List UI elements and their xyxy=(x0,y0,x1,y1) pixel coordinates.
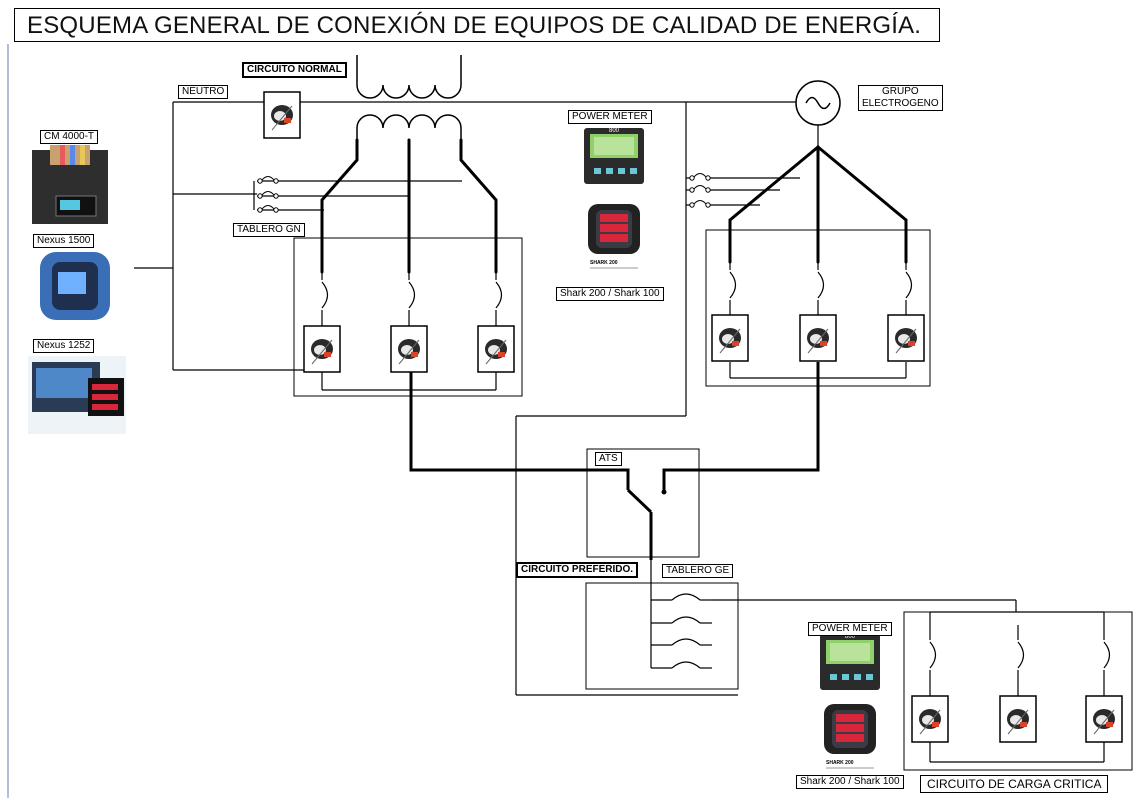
label-cm4000: CM 4000-T xyxy=(40,130,99,144)
diagram-title: ESQUEMA GENERAL DE CONEXIÓN DE EQUIPOS D… xyxy=(14,8,940,42)
label-shark-2: Shark 200 / Shark 100 xyxy=(796,775,904,789)
label-nexus1252: Nexus 1252 xyxy=(33,339,95,353)
label-tablero-gn: TABLERO GN xyxy=(233,223,305,237)
label-ats: ATS xyxy=(595,452,622,466)
label-power-meter-1: POWER METER xyxy=(568,110,652,124)
label-grupo-line1: GRUPO xyxy=(882,86,919,97)
label-circuito-preferido: CIRCUITO PREFERIDO. xyxy=(516,562,639,578)
label-nexus1500: Nexus 1500 xyxy=(33,234,95,248)
label-circuito-normal: CIRCUITO NORMAL xyxy=(242,62,347,78)
label-shark-1: Shark 200 / Shark 100 xyxy=(556,287,664,301)
label-tablero-ge: TABLERO GE xyxy=(662,564,734,578)
label-grupo-electrogeno: GRUPO ELECTROGENO xyxy=(858,85,943,111)
label-grupo-line2: ELECTROGENO xyxy=(862,98,939,109)
label-power-meter-2: POWER METER xyxy=(808,622,892,636)
label-circuito-carga-critica: CIRCUITO DE CARGA CRITICA xyxy=(920,775,1109,793)
label-neutro: NEUTRO xyxy=(178,85,229,99)
